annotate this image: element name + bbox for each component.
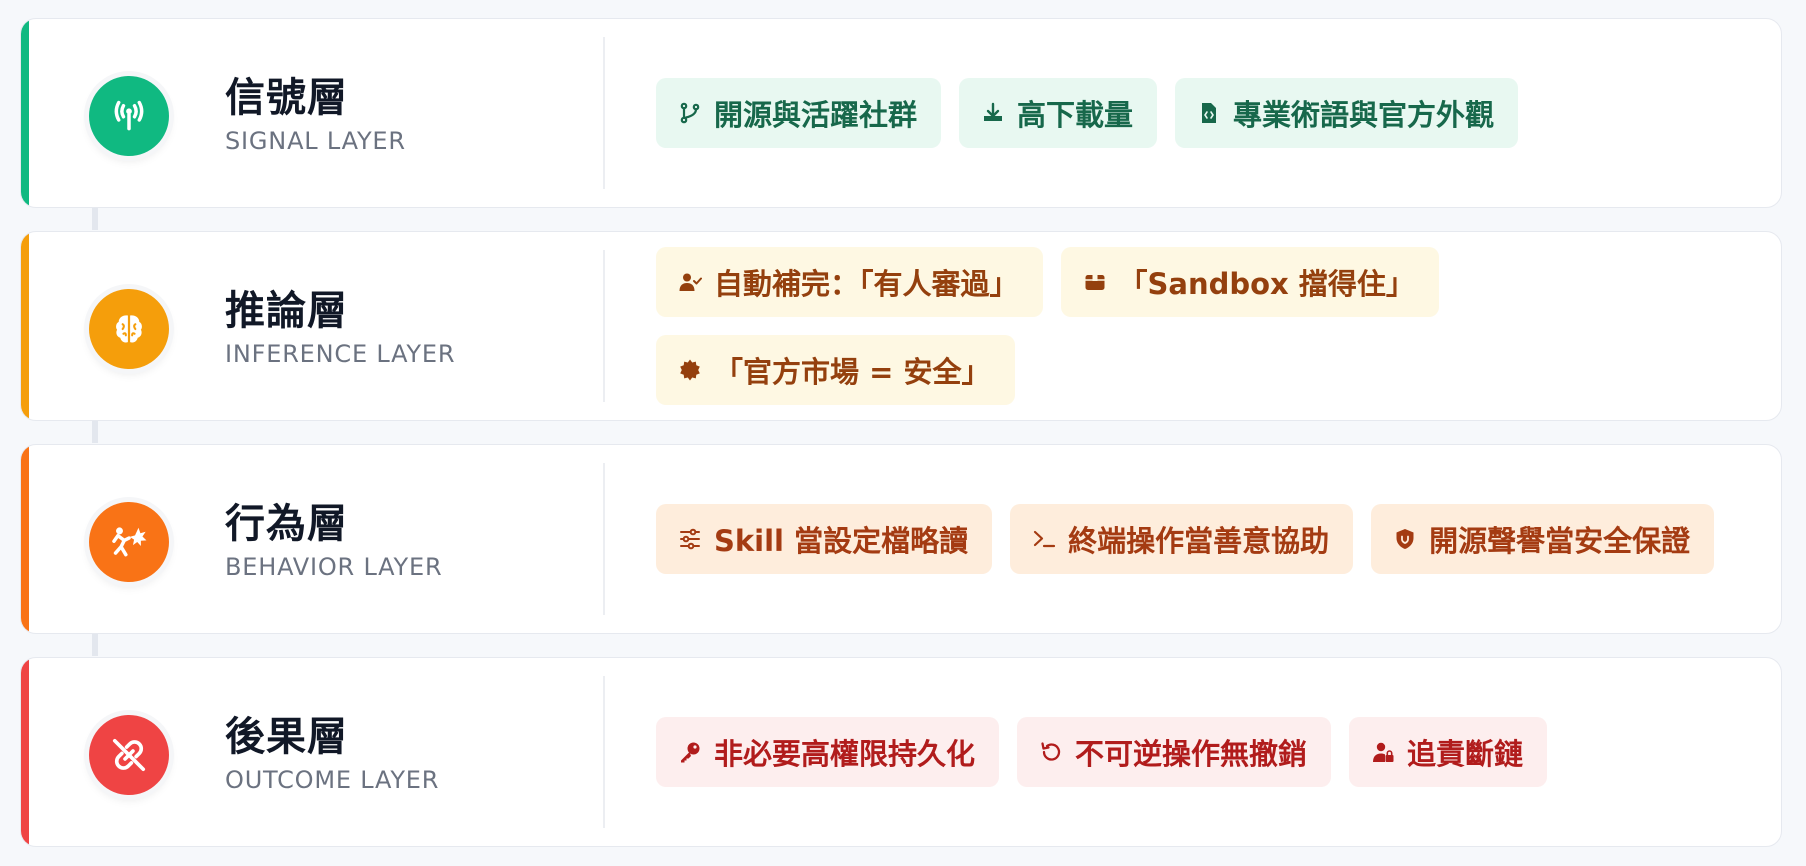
sliders-icon <box>680 528 700 550</box>
download-icon <box>984 102 1003 121</box>
user-lock-icon <box>1373 742 1394 762</box>
chip-group: 非必要高權限持久化 不可逆操作無撤銷 追責斷鏈 <box>656 658 1721 846</box>
layer-title: 行為層 <box>225 501 348 547</box>
certificate-icon <box>680 359 700 381</box>
chip: 不可逆操作無撤銷 <box>1017 717 1332 787</box>
divider <box>603 676 605 828</box>
layer-outcome: 後果層 OUTCOME LAYER 非必要高權限持久化 不可逆操作無撤銷 <box>20 657 1782 847</box>
person-burst-icon <box>89 502 169 582</box>
chip: 追責斷鏈 <box>1349 717 1548 787</box>
terminal-icon <box>1033 530 1056 548</box>
chip: 終端操作當善意協助 <box>1010 504 1354 574</box>
chip-label: Skill 當設定檔略讀 <box>714 524 969 558</box>
layer-subtitle: INFERENCE LAYER <box>225 340 456 368</box>
layer-signal: 信號層 SIGNAL LAYER 開源與活躍社群 高下載量 專業術語與官方外觀 <box>20 18 1782 208</box>
chip-label: 自動補完：「有人審過」 <box>714 267 1019 301</box>
chip-label: 追責斷鏈 <box>1407 737 1524 771</box>
box-icon <box>1085 274 1105 290</box>
chip-label: 專業術語與官方外觀 <box>1233 98 1495 132</box>
key-icon <box>681 742 700 763</box>
chip-label: 終端操作當善意協助 <box>1068 524 1330 558</box>
chip: 自動補完：「有人審過」 <box>656 247 1043 317</box>
layer-inference: 推論層 INFERENCE LAYER 自動補完：「有人審過」 「Sandbox… <box>20 231 1782 421</box>
git-branch-icon <box>680 102 700 124</box>
chip-label: 高下載量 <box>1017 98 1134 132</box>
chip: 非必要高權限持久化 <box>656 717 1000 787</box>
code-file-icon <box>1202 103 1217 123</box>
chip-label: 開源聲譽當安全保證 <box>1429 524 1691 558</box>
chip: 專業術語與官方外觀 <box>1175 78 1519 148</box>
chip: Skill 當設定檔略讀 <box>656 504 993 574</box>
chip: 高下載量 <box>959 78 1158 148</box>
accent-bar <box>21 658 29 846</box>
layer-title: 後果層 <box>225 714 348 760</box>
chip-label: 「Sandbox 擋得住」 <box>1118 267 1415 301</box>
accent-bar <box>21 445 29 633</box>
layer-subtitle: OUTCOME LAYER <box>225 766 440 794</box>
user-check-icon <box>679 273 702 291</box>
accent-bar <box>21 232 29 420</box>
undo-icon <box>1041 742 1061 761</box>
divider <box>603 250 605 402</box>
chip: 開源與活躍社群 <box>656 78 942 148</box>
broken-link-icon <box>89 715 169 795</box>
antenna-icon <box>89 76 169 156</box>
connector-line <box>92 206 98 230</box>
layer-title: 信號層 <box>225 75 348 121</box>
chip-group: 開源與活躍社群 高下載量 專業術語與官方外觀 <box>656 19 1721 207</box>
shield-icon <box>1396 529 1414 549</box>
chip-label: 開源與活躍社群 <box>714 98 918 132</box>
divider <box>603 463 605 615</box>
chip: 「官方市場 = 安全」 <box>656 335 1015 405</box>
chip-label: 非必要高權限持久化 <box>714 737 976 771</box>
layer-behavior: 行為層 BEHAVIOR LAYER Skill 當設定檔略讀 終端操作當善意協… <box>20 444 1782 634</box>
layer-subtitle: SIGNAL LAYER <box>225 127 406 155</box>
brain-icon <box>89 289 169 369</box>
chip-group: Skill 當設定檔略讀 終端操作當善意協助 開源聲譽當安全保證 <box>656 445 1721 633</box>
connector-line <box>92 632 98 656</box>
divider <box>603 37 605 189</box>
chip: 「Sandbox 擋得住」 <box>1060 247 1439 317</box>
layer-subtitle: BEHAVIOR LAYER <box>225 553 443 581</box>
chip-group: 自動補完：「有人審過」 「Sandbox 擋得住」 「官方市場 = 安全」 <box>656 232 1721 420</box>
connector-line <box>92 419 98 443</box>
chip-label: 「官方市場 = 安全」 <box>714 355 991 389</box>
chip-label: 不可逆操作無撤銷 <box>1075 737 1308 771</box>
accent-bar <box>21 19 29 207</box>
layer-title: 推論層 <box>225 288 348 334</box>
chip: 開源聲譽當安全保證 <box>1371 504 1715 574</box>
